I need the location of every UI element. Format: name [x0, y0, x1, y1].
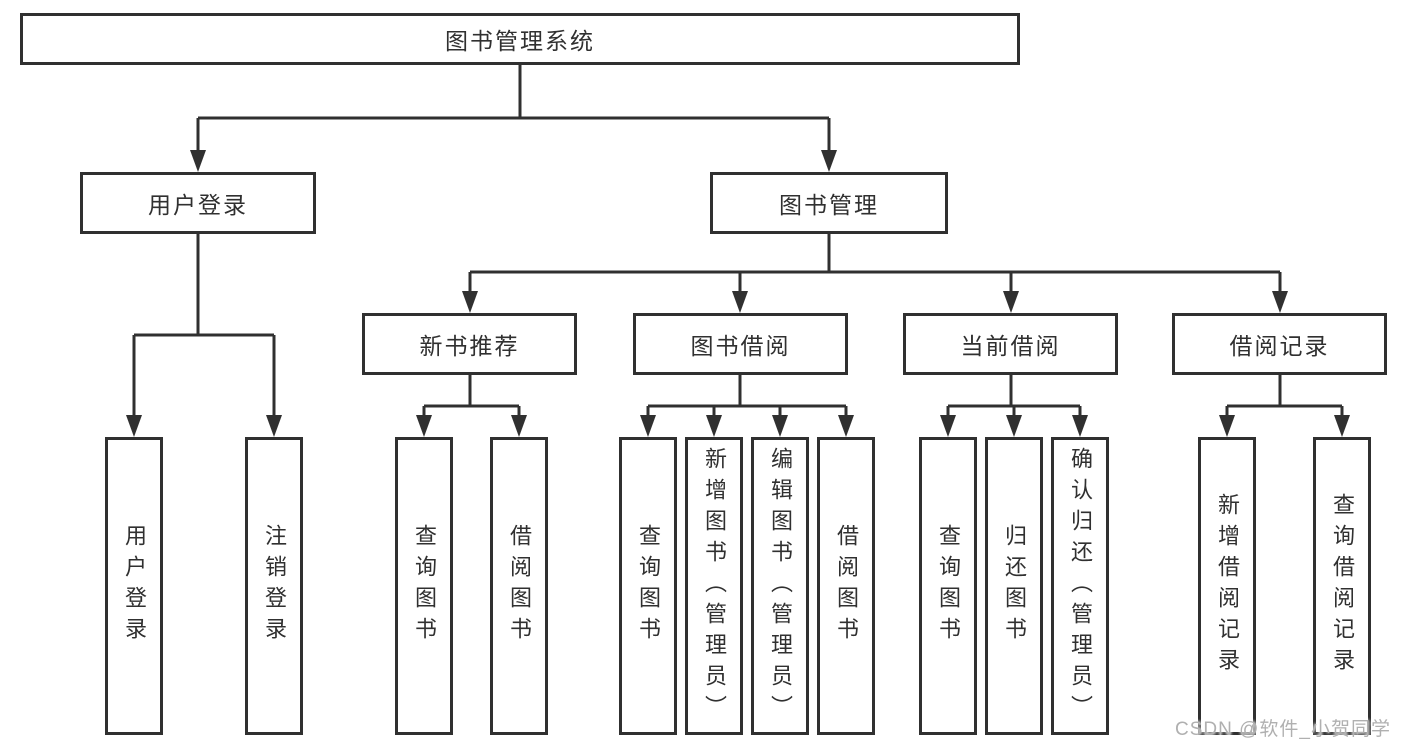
- leaf-edit-books-admin: 编辑图书（管理员）: [751, 437, 809, 735]
- node-root-system: 图书管理系统: [20, 13, 1020, 65]
- node-current-borrow-label: 当前借阅: [960, 333, 1061, 359]
- leaf-borrow-books-label: 借阅图书: [834, 524, 859, 648]
- leaf-query-books-borrow-label: 查询图书: [636, 524, 661, 648]
- leaf-add-books-admin-label: 新增图书（管理员）: [702, 446, 727, 726]
- node-book-management-label: 图书管理: [779, 192, 879, 218]
- node-book-management: 图书管理: [710, 172, 948, 234]
- leaf-query-borrow-record: 查询借阅记录: [1313, 437, 1371, 735]
- node-current-borrow: 当前借阅: [903, 313, 1118, 375]
- tree-edges: [132, 65, 1344, 417]
- leaf-return-books-label: 归还图书: [1002, 524, 1027, 648]
- leaf-return-books: 归还图书: [985, 437, 1043, 735]
- node-new-book-recommend-label: 新书推荐: [419, 333, 520, 359]
- leaf-confirm-return-admin-label: 确认归还（管理员）: [1068, 446, 1093, 726]
- leaf-query-books-current: 查询图书: [919, 437, 977, 735]
- leaf-add-books-admin: 新增图书（管理员）: [685, 437, 743, 735]
- node-book-borrow: 图书借阅: [633, 313, 848, 375]
- node-borrow-records: 借阅记录: [1172, 313, 1387, 375]
- leaf-borrow-books: 借阅图书: [817, 437, 875, 735]
- csdn-watermark: CSDN @软件_小贺同学: [1175, 719, 1391, 740]
- leaf-add-borrow-record-label: 新增借阅记录: [1215, 493, 1240, 679]
- leaf-borrow-books-recommend: 借阅图书: [490, 437, 548, 735]
- leaf-query-borrow-record-label: 查询借阅记录: [1330, 493, 1355, 679]
- leaf-edit-books-admin-label: 编辑图书（管理员）: [768, 446, 793, 726]
- node-user-login: 用户登录: [80, 172, 316, 234]
- leaf-confirm-return-admin: 确认归还（管理员）: [1051, 437, 1109, 735]
- leaf-logout: 注销登录: [245, 437, 303, 735]
- node-borrow-records-label: 借阅记录: [1229, 333, 1330, 359]
- leaf-query-books-borrow: 查询图书: [619, 437, 677, 735]
- leaf-query-books-current-label: 查询图书: [936, 524, 961, 648]
- node-new-book-recommend: 新书推荐: [362, 313, 577, 375]
- arrow-heads: [126, 150, 1350, 437]
- node-root-label: 图书管理系统: [445, 28, 595, 54]
- leaf-logout-label: 注销登录: [262, 524, 287, 648]
- leaf-query-books-recommend: 查询图书: [395, 437, 453, 735]
- leaf-user-login: 用户登录: [105, 437, 163, 735]
- leaf-borrow-books-recommend-label: 借阅图书: [507, 524, 532, 648]
- leaf-add-borrow-record: 新增借阅记录: [1198, 437, 1256, 735]
- node-book-borrow-label: 图书借阅: [690, 333, 791, 359]
- node-user-login-label: 用户登录: [148, 192, 248, 218]
- leaf-user-login-label: 用户登录: [122, 524, 147, 648]
- leaf-query-books-recommend-label: 查询图书: [412, 524, 437, 648]
